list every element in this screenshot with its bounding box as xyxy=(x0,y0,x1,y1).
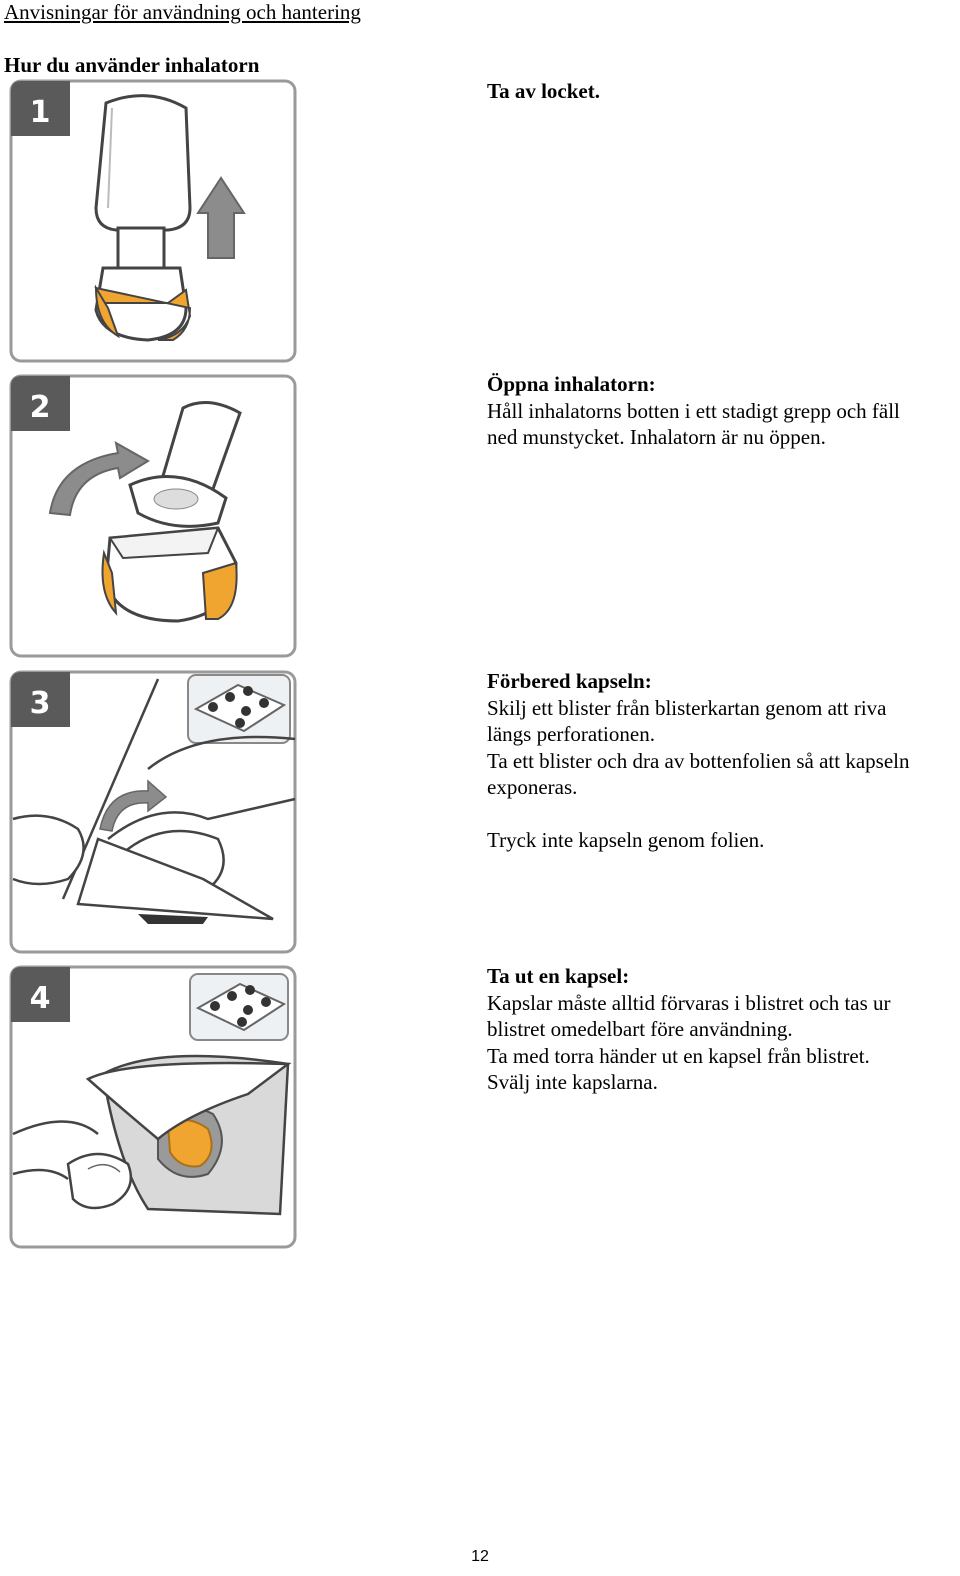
step-3-title: Förbered kapseln: xyxy=(487,669,652,693)
page-header: Anvisningar för användning och hantering xyxy=(4,0,361,24)
inhaler-open-image: 2 xyxy=(9,374,297,658)
step-2-text: Öppna inhalatorn: Håll inhalatorns botte… xyxy=(487,371,957,451)
step-2-line: ned munstycket. Inhalatorn är nu öppen. xyxy=(487,425,826,449)
step-badge-4: 4 xyxy=(30,981,51,1016)
step-3-line: längs perforationen. xyxy=(487,722,655,746)
inhaler-cap-removal-image: 1 xyxy=(9,79,297,363)
step-1-text: Ta av locket. xyxy=(487,78,957,105)
step-3-illustration: 3 xyxy=(8,669,298,957)
capsule-removal-image: 4 xyxy=(9,965,297,1249)
step-3-line: Skilj ett blister från blisterkartan gen… xyxy=(487,695,887,720)
step-4-illustration: 4 xyxy=(8,964,298,1252)
step-2-illustration: 2 xyxy=(8,373,298,661)
step-4-line: Ta med torra händer ut en kapsel från bl… xyxy=(487,1043,870,1068)
step-2-line: Håll inhalatorns botten i ett stadigt gr… xyxy=(487,398,900,423)
step-3-text: Förbered kapseln: Skilj ett blister från… xyxy=(487,668,957,853)
step-4-line: Kapslar måste alltid förvaras i blistret… xyxy=(487,990,891,1015)
step-4-line: blistret omedelbart före användning. xyxy=(487,1017,793,1041)
step-4-line: Svälj inte kapslarna. xyxy=(487,1070,658,1094)
step-4-text: Ta ut en kapsel: Kapslar måste alltid fö… xyxy=(487,963,957,1096)
step-badge-3: 3 xyxy=(30,686,51,721)
step-3-line: Ta ett blister och dra av bottenfolien s… xyxy=(487,748,910,773)
step-badge-1: 1 xyxy=(30,95,51,130)
step-4-title: Ta ut en kapsel: xyxy=(487,964,630,988)
step-2-title: Öppna inhalatorn: xyxy=(487,372,656,396)
step-3-note: Tryck inte kapseln genom folien. xyxy=(487,827,765,852)
step-badge-2: 2 xyxy=(30,390,51,425)
paragraph-gap xyxy=(487,801,957,827)
step-1-title: Ta av locket. xyxy=(487,79,600,103)
step-1-illustration: 1 xyxy=(8,78,298,366)
section-title: Hur du använder inhalatorn xyxy=(4,53,260,77)
blister-peel-image: 3 xyxy=(9,670,297,954)
step-3-line: exponeras. xyxy=(487,775,578,799)
page-number: 12 xyxy=(471,1548,489,1565)
